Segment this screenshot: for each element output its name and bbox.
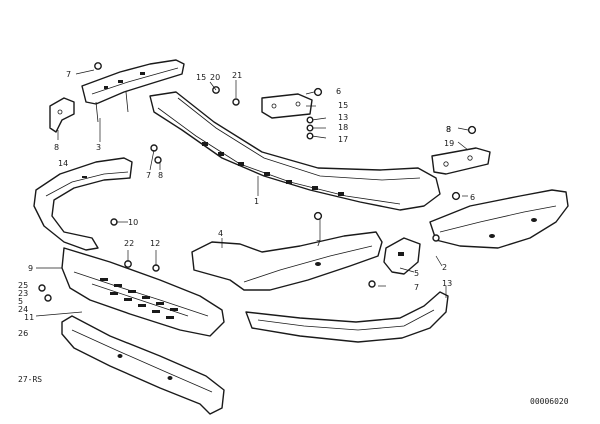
callout-6: 6 [336, 87, 341, 96]
callout-5: 5 [414, 269, 419, 278]
callout-14: 14 [58, 159, 68, 168]
image-number: 00006020 [530, 397, 569, 406]
callout-8: 8 [446, 125, 451, 134]
upper-bumper-carrier [81, 59, 185, 123]
callout-15: 15 [196, 73, 206, 82]
callout-19: 19 [444, 139, 454, 148]
leader-lines [35, 69, 469, 317]
callout-13: 13 [442, 279, 452, 288]
callout-13: 13 [338, 113, 348, 122]
callout-7: 7 [414, 283, 419, 292]
callout-4: 4 [218, 229, 223, 238]
left-bumper-end [33, 157, 133, 251]
side-bumper-guard [191, 231, 383, 291]
left-bracket [49, 97, 75, 133]
callout-11: 11 [24, 313, 34, 322]
callout-26: 26 [18, 329, 28, 338]
upper-right-bracket [261, 93, 313, 119]
callout-8: 8 [158, 171, 163, 180]
bumper-bracket [383, 237, 421, 275]
front-grille-panel [61, 247, 225, 337]
callout-labels: 7 8 3 15 20 21 6 15 13 18 17 8 19 14 7 8… [18, 70, 475, 338]
callout-24: 24 [18, 305, 28, 314]
diagram-code: 27-RS [18, 375, 42, 384]
callout-6: 6 [470, 193, 475, 202]
callout-3: 3 [96, 143, 101, 152]
callout-10: 10 [128, 218, 138, 227]
callout-21: 21 [232, 71, 242, 80]
bumper-reinforcement-beam [149, 91, 441, 211]
callout-7: 7 [316, 239, 321, 248]
callout-5: 5 [18, 297, 23, 306]
callout-7: 7 [66, 70, 71, 79]
callout-25: 25 [18, 281, 28, 290]
callout-1: 1 [254, 197, 259, 206]
callout-8: 8 [54, 143, 59, 152]
callout-22: 22 [124, 239, 134, 248]
lower-valance [61, 315, 225, 415]
callout-2: 2 [442, 263, 447, 272]
callout-8: 8 [446, 125, 451, 134]
callout-17: 17 [338, 135, 348, 144]
lower-trim-strip [245, 291, 449, 343]
right-bumper-end [429, 189, 569, 249]
callout-12: 12 [150, 239, 160, 248]
callout-20: 20 [210, 73, 220, 82]
callout-9: 9 [28, 264, 33, 273]
callout-18: 18 [338, 123, 348, 132]
callout-15: 15 [338, 101, 348, 110]
callout-7: 7 [146, 171, 151, 180]
callout-23: 23 [18, 289, 28, 298]
right-mounting-bracket [431, 147, 491, 175]
